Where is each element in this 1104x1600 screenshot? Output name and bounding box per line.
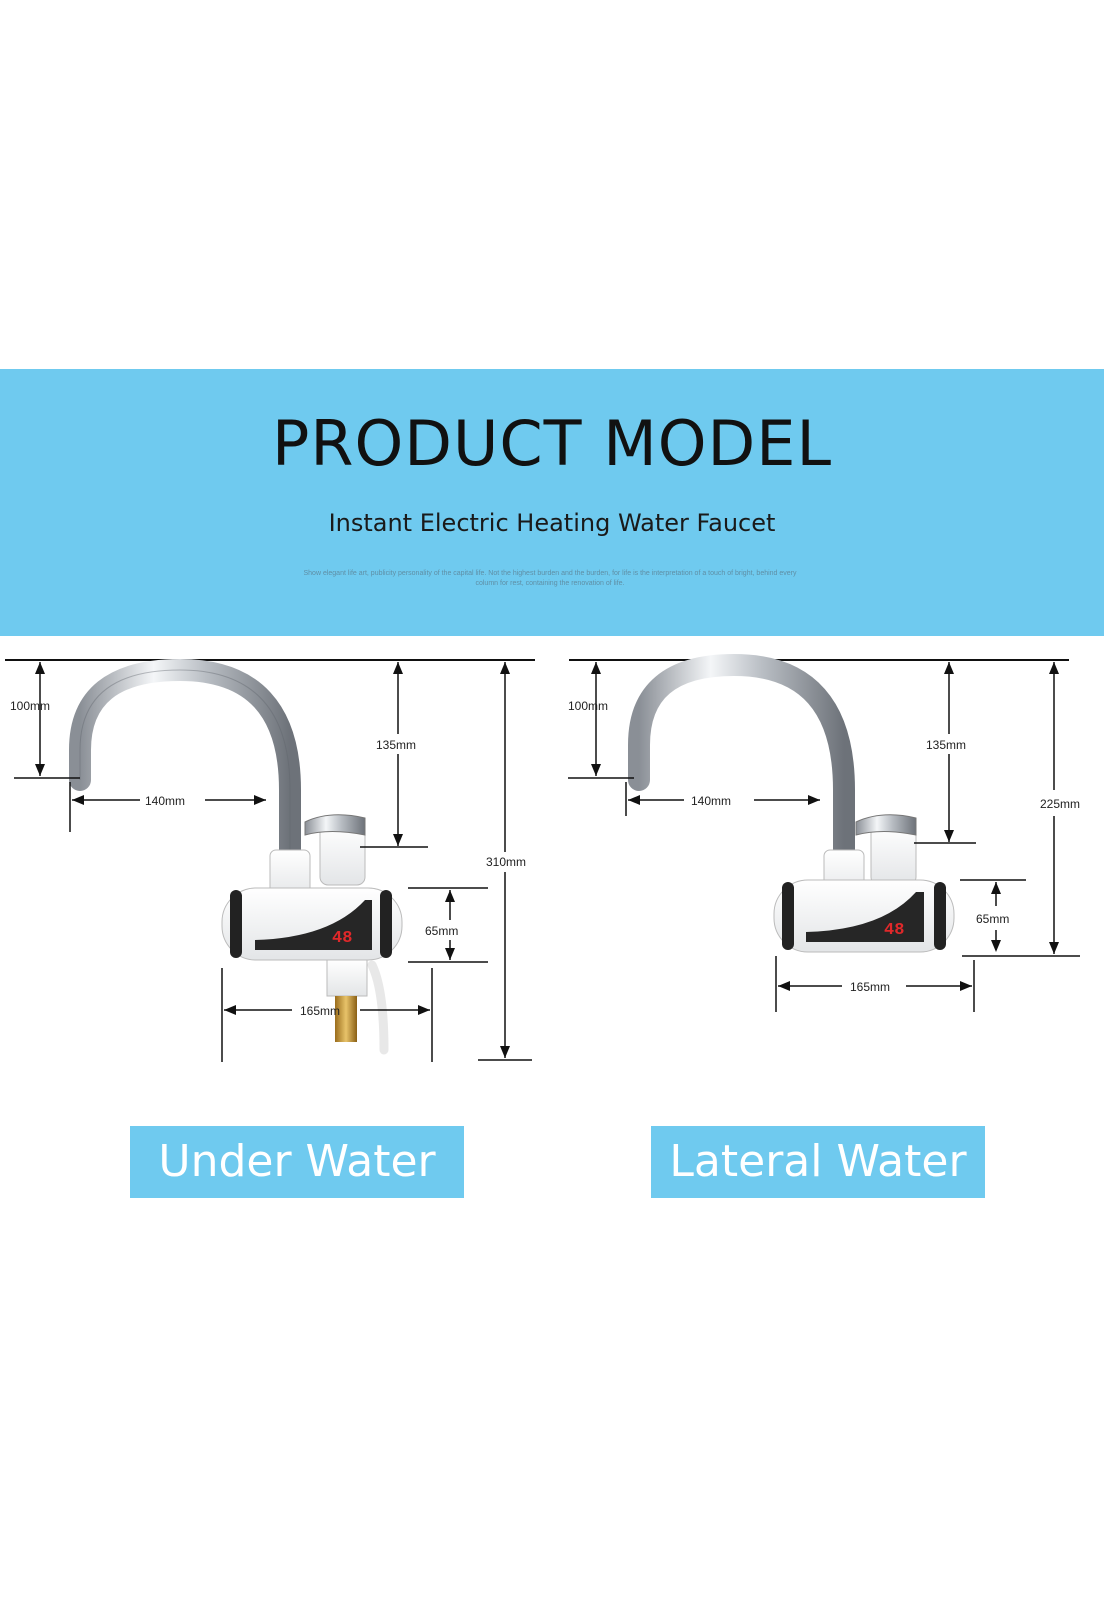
lever xyxy=(304,814,366,836)
dim-spout-drop: 100mm xyxy=(568,699,608,713)
lateral-water-faucet-drawing: 48 100mm 140mm 135mm 225mm 65m xyxy=(568,653,1080,1012)
under-water-label: Under Water xyxy=(130,1126,464,1198)
dim-spout-to-body: 135mm xyxy=(376,738,416,752)
dim-spout-drop: 100mm xyxy=(10,699,50,713)
temperature-display: 48 xyxy=(884,921,904,940)
dim-spout-to-body: 135mm xyxy=(926,738,966,752)
brass-inlet xyxy=(335,996,357,1042)
under-water-faucet-drawing: 48 100mm 140mm 135mm 310mm xyxy=(5,658,535,1062)
under-water-diagram: 48 100mm 140mm 135mm 310mm xyxy=(0,650,540,1100)
dim-spout-reach: 140mm xyxy=(145,794,185,808)
header-banner: PRODUCT MODEL Instant Electric Heating W… xyxy=(0,369,1104,636)
dim-total-height: 310mm xyxy=(486,855,526,869)
dim-body-width: 165mm xyxy=(300,1004,340,1018)
lateral-water-diagram: 48 100mm 140mm 135mm 225mm 65m xyxy=(564,650,1104,1100)
lateral-water-label: Lateral Water xyxy=(651,1126,985,1198)
temperature-display: 48 xyxy=(332,929,352,948)
dim-total-height: 225mm xyxy=(1040,797,1080,811)
page-subtitle: Instant Electric Heating Water Faucet xyxy=(328,509,776,537)
dim-body-height: 65mm xyxy=(425,924,458,938)
lever xyxy=(855,814,917,836)
fine-print: Show elegant life art, publicity persona… xyxy=(303,570,797,587)
power-cord xyxy=(367,960,389,1055)
spout xyxy=(628,653,855,876)
page-title: PRODUCT MODEL xyxy=(271,407,832,480)
dim-spout-reach: 140mm xyxy=(691,794,731,808)
display-panel xyxy=(255,900,372,950)
dim-body-width: 165mm xyxy=(850,980,890,994)
spout xyxy=(69,658,301,881)
display-panel xyxy=(806,892,924,942)
dim-body-height: 65mm xyxy=(976,912,1009,926)
